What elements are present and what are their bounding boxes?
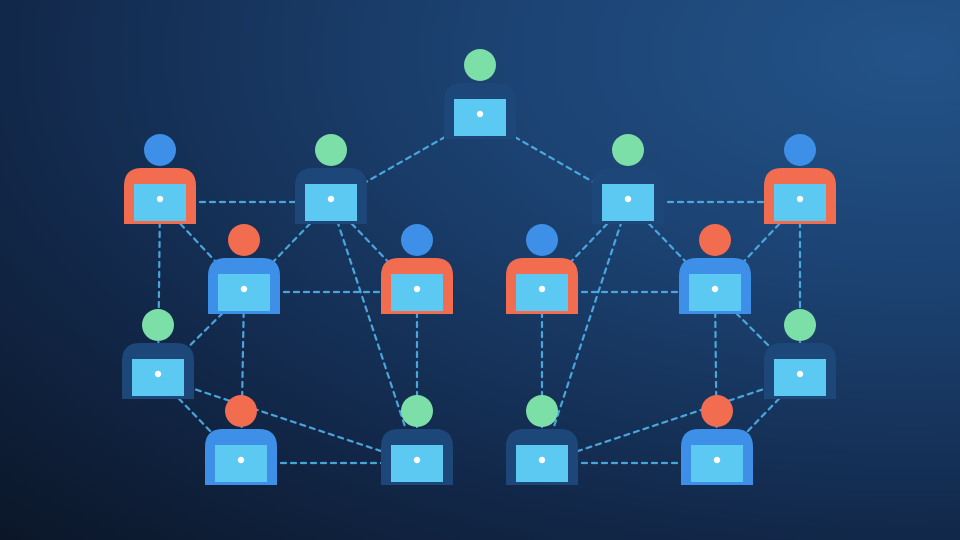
laptop-logo-dot [327, 195, 335, 203]
person-left-4 [381, 224, 453, 314]
laptop-icon [305, 184, 357, 221]
laptop-icon [132, 359, 184, 396]
laptop-logo-dot [237, 456, 245, 464]
laptop-icon [516, 274, 568, 311]
person-head [464, 49, 496, 81]
laptop-logo-dot [796, 370, 804, 378]
laptop-logo-dot [154, 370, 162, 378]
person-left-7 [381, 395, 453, 485]
laptop-icon [602, 184, 654, 221]
laptop-logo-dot [240, 285, 248, 293]
laptop-logo-dot [796, 195, 804, 203]
person-head [401, 395, 433, 427]
laptop-logo-dot [413, 456, 421, 464]
person-head [526, 224, 558, 256]
laptop-icon [454, 99, 506, 136]
person-head [784, 309, 816, 341]
laptop-icon [691, 445, 743, 482]
person-right-4 [679, 224, 751, 314]
person-head [699, 224, 731, 256]
laptop-logo-dot [711, 285, 719, 293]
person-left-1 [124, 134, 196, 224]
person-right-1 [592, 134, 664, 224]
laptop-icon [689, 274, 741, 311]
network-link [540, 375, 802, 465]
person-head [142, 309, 174, 341]
laptop-icon [774, 184, 826, 221]
laptop-icon [391, 445, 443, 482]
person-left-6 [205, 395, 277, 485]
laptop-icon [134, 184, 186, 221]
laptop-icon [215, 445, 267, 482]
laptop-logo-dot [476, 110, 484, 118]
person-head [701, 395, 733, 427]
person-left-3 [208, 224, 280, 314]
person-head [144, 134, 176, 166]
laptop-logo-dot [713, 456, 721, 464]
person-top-center [444, 49, 516, 139]
network-link [329, 200, 419, 465]
laptop-icon [516, 445, 568, 482]
person-right-5 [764, 309, 836, 399]
laptop-logo-dot [156, 195, 164, 203]
laptop-icon [218, 274, 270, 311]
person-left-5 [122, 309, 194, 399]
person-left-2 [295, 134, 367, 224]
laptop-icon [774, 359, 826, 396]
person-right-6 [506, 395, 578, 485]
laptop-logo-dot [624, 195, 632, 203]
laptop-logo-dot [538, 456, 546, 464]
laptop-icon [391, 274, 443, 311]
person-head [228, 224, 260, 256]
network-link [540, 200, 630, 465]
laptop-logo-dot [413, 285, 421, 293]
person-head [784, 134, 816, 166]
person-head [315, 134, 347, 166]
people-layer [122, 49, 836, 485]
person-head [401, 224, 433, 256]
person-head [225, 395, 257, 427]
person-right-2 [764, 134, 836, 224]
network-link [156, 375, 419, 465]
person-right-3 [506, 224, 578, 314]
laptop-logo-dot [538, 285, 546, 293]
person-head [526, 395, 558, 427]
person-head [612, 134, 644, 166]
person-right-7 [681, 395, 753, 485]
